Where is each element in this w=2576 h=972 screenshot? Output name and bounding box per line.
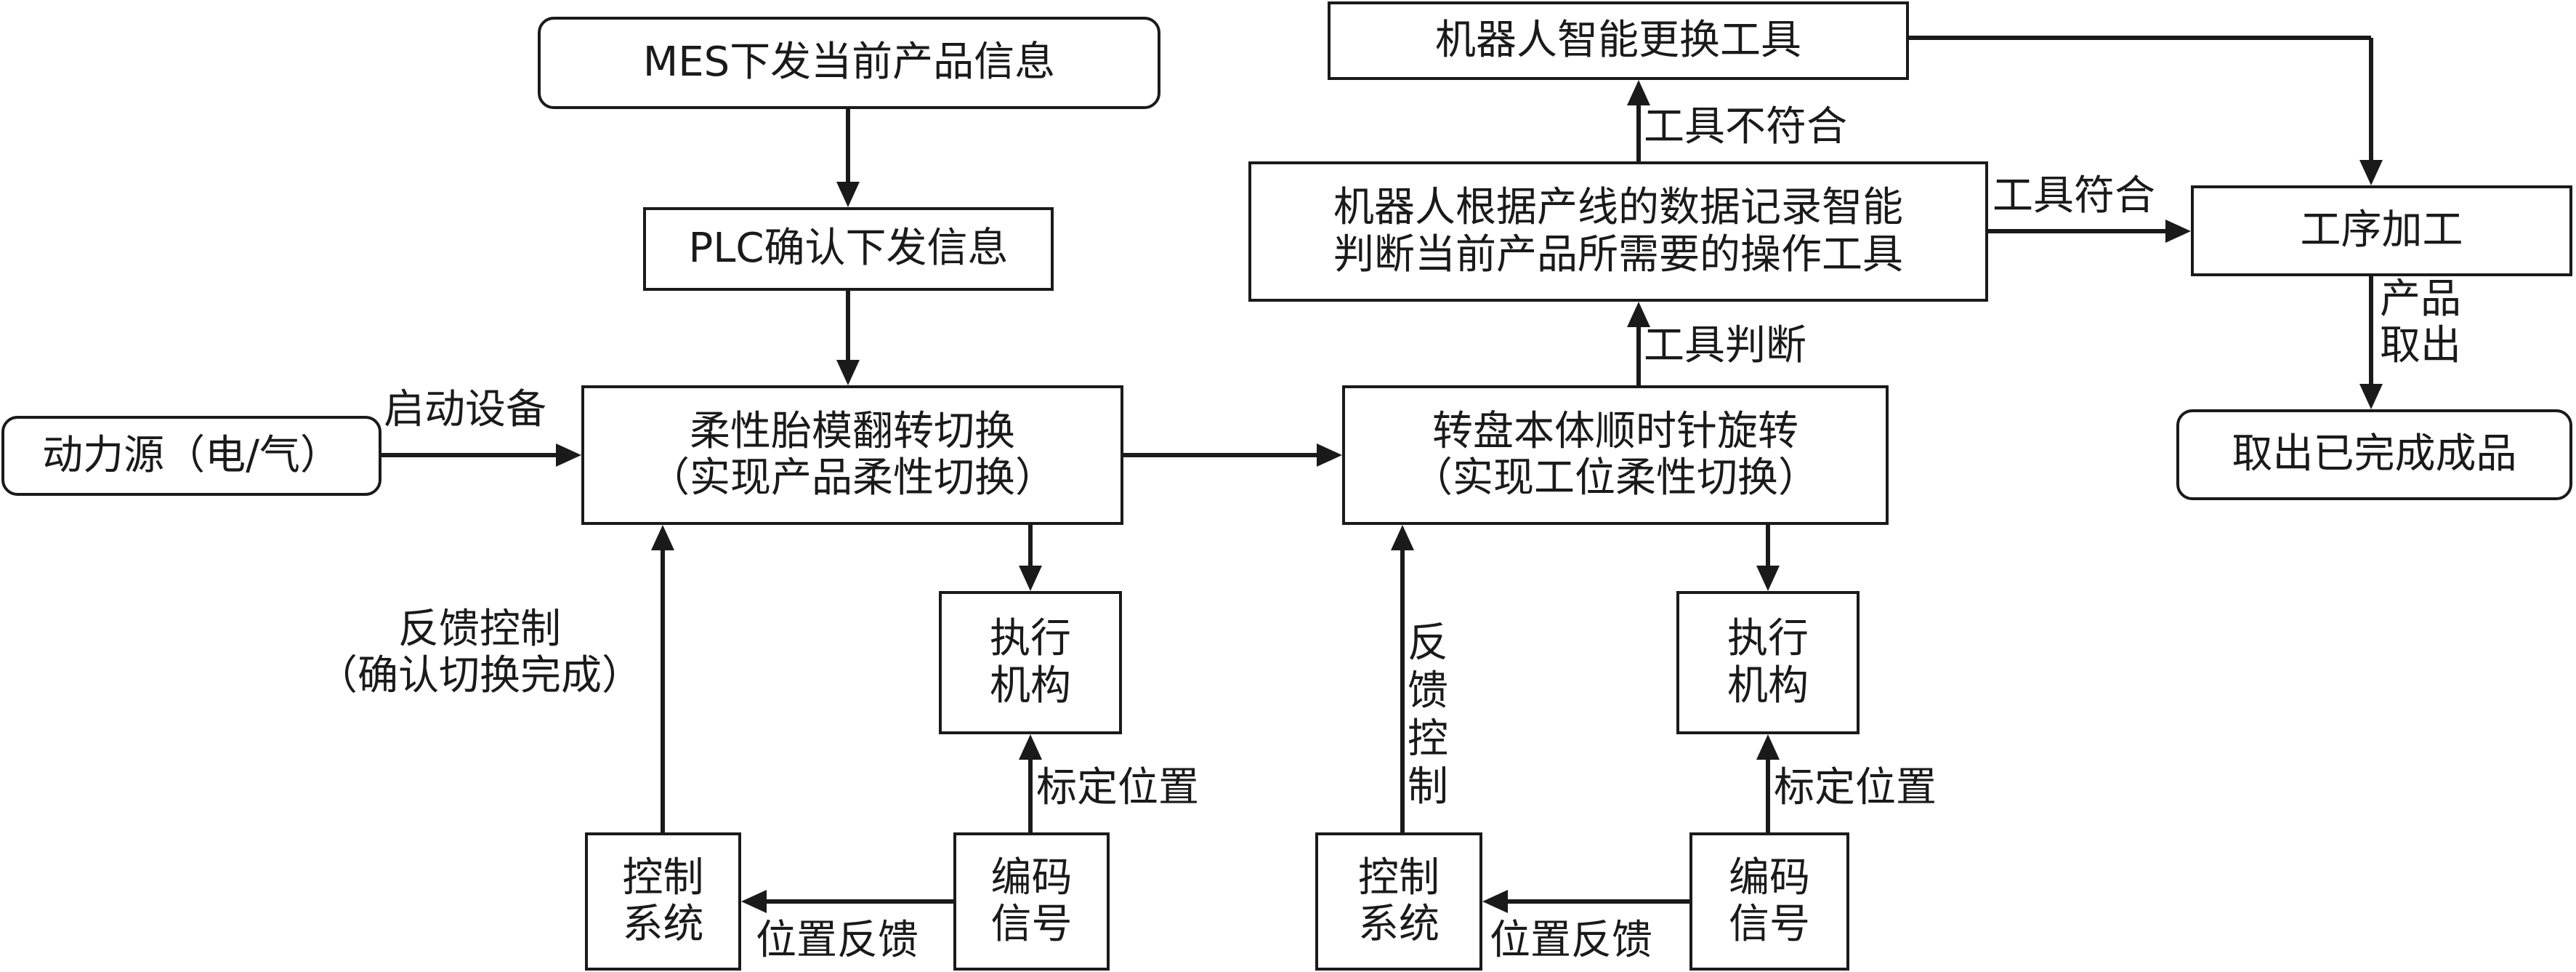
node-turn: 转盘本体顺时针旋转 （实现工位柔性切换） [1342,385,1889,525]
node-enc1-line2: 信号 [990,901,1073,948]
arrowhead-icon [2165,220,2191,243]
node-enc1-line1: 编码 [990,853,1073,901]
label-feedback1-line1: 反馈控制 [398,606,561,653]
node-turn-line2: （实现工位柔性切换） [1412,454,1819,502]
node-enc2-line2: 信号 [1729,901,1810,948]
arrowhead-icon [741,890,767,913]
node-plc-text: PLC确认下发信息 [688,225,1009,273]
node-change-text: 机器人智能更换工具 [1435,16,1801,64]
arrowhead-icon [1019,734,1042,760]
label-posfb2: 位置反馈 [1490,917,1652,964]
node-turn-line1: 转盘本体顺时针旋转 [1432,407,1798,455]
arrowhead-icon [1019,566,1042,591]
node-judge: 机器人根据产线的数据记录智能 判断当前产品所需要的操作工具 [1248,161,1988,302]
arrowhead-icon [836,360,860,385]
arrowhead-icon [1391,525,1414,550]
label-feedback2: 反馈控制 [1408,619,1448,811]
node-process: 工序加工 [2191,185,2572,276]
label-calib1: 标定位置 [1036,764,1199,811]
node-ctrl1-line2: 系统 [622,901,704,948]
node-ctrl2-line2: 系统 [1358,901,1440,948]
arrowhead-icon [836,182,860,207]
node-mes: MES下发当前产品信息 [538,17,1160,109]
node-ctrl2: 控制 系统 [1315,832,1482,971]
node-change: 机器人智能更换工具 [1328,1,1909,80]
node-power: 动力源（电/气） [1,416,381,496]
label-tool-judge: 工具判断 [1644,322,1806,369]
arrowhead-icon [1627,80,1650,105]
label-calib2: 标定位置 [1774,764,1937,811]
node-finish: 取出已完成成品 [2176,409,2572,500]
label-product-out-line1: 产品 [2380,276,2461,323]
node-plc: PLC确认下发信息 [643,207,1054,291]
node-flip: 柔性胎模翻转切换 （实现产品柔性切换） [581,385,1123,525]
label-feedback1: 反馈控制 （确认切换完成） [305,606,654,700]
arrowhead-icon [2359,160,2383,185]
label-tool-match: 工具符合 [1992,172,2155,220]
node-ctrl1-line1: 控制 [622,853,704,901]
arrowhead-icon [1627,302,1650,327]
node-exec1: 执行 机构 [939,591,1122,734]
arrowhead-icon [1317,443,1342,467]
node-finish-text: 取出已完成成品 [2232,430,2517,478]
node-mes-text: MES下发当前产品信息 [642,39,1056,87]
node-process-text: 工序加工 [2300,206,2463,254]
node-ctrl2-line1: 控制 [1358,853,1440,901]
node-enc2: 编码 信号 [1689,832,1849,971]
node-exec1-line1: 执行 [990,615,1071,663]
arrowhead-icon [651,525,674,550]
arrowhead-icon [1482,890,1508,913]
node-enc2-line1: 编码 [1729,853,1810,901]
node-exec1-line2: 机构 [990,662,1071,710]
arrowhead-icon [556,443,581,467]
node-power-text: 动力源（电/气） [42,431,341,479]
node-exec2-line2: 机构 [1727,662,1809,710]
label-posfb1: 位置反馈 [756,917,918,964]
label-start-device: 启动设备 [384,386,546,433]
node-flip-line1: 柔性胎模翻转切换 [690,407,1015,455]
node-judge-line1: 机器人根据产线的数据记录智能 [1333,184,1903,232]
label-product-out-line2: 取出 [2380,322,2461,370]
node-exec2-line1: 执行 [1727,615,1809,663]
arrowhead-icon [1756,566,1780,591]
node-judge-line2: 判断当前产品所需要的操作工具 [1333,230,1903,278]
node-exec2: 执行 机构 [1676,591,1860,734]
label-feedback1-line2: （确认切换完成） [317,652,642,700]
arrowhead-icon [2359,384,2383,409]
node-flip-line2: （实现产品柔性切换） [649,454,1056,502]
label-product-out: 产品 取出 [2380,276,2461,370]
arrowhead-icon [1756,734,1780,760]
label-tool-mismatch: 工具不符合 [1644,103,1847,150]
node-ctrl1: 控制 系统 [585,832,741,971]
node-enc1: 编码 信号 [953,832,1110,971]
